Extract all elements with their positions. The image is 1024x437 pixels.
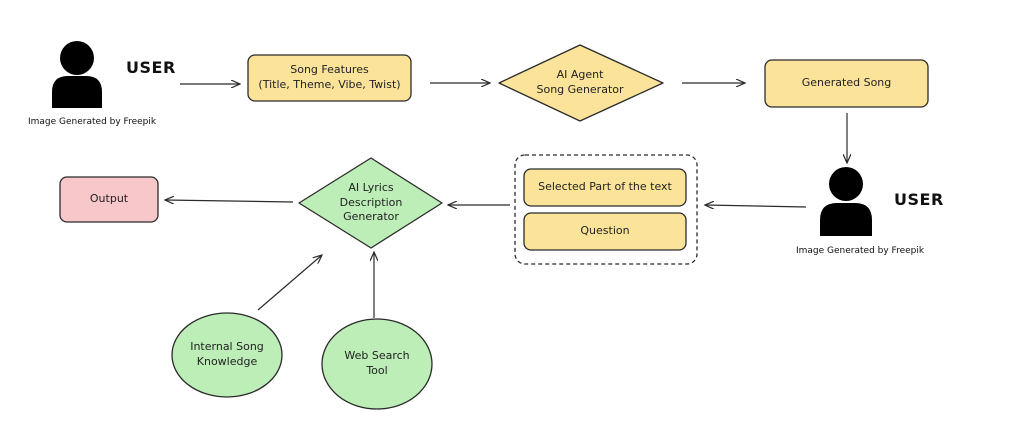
lyrics-generator-label: AI Lyrics Description Generator: [339, 180, 403, 224]
agent-generator-label: AI Agent Song Generator: [536, 68, 624, 96]
agent-generator-diamond: [498, 44, 664, 122]
user-top-icon: [52, 41, 102, 108]
selected-part-label: Selected Part of the text: [538, 180, 672, 194]
user-top-caption: Image Generated by Freepik: [28, 117, 157, 127]
user-right-icon: [820, 167, 872, 236]
selected-part-box: [523, 168, 687, 207]
lyrics-generator-diamond: [298, 157, 443, 249]
arrow-knowledge-to-lyrics: [257, 255, 322, 311]
user-top-label: USER: [126, 58, 176, 77]
web-search-label: Web Search Tool: [344, 349, 410, 377]
internal-knowledge-label: Internal Song Knowledge: [190, 340, 264, 368]
arrow-user-to-inputs: [705, 205, 807, 207]
generated-song-box: [764, 59, 929, 108]
arrow-lyrics-to-output: [165, 200, 294, 202]
user-right-label: USER: [894, 190, 944, 209]
question-box: [523, 212, 687, 251]
generated-song-label: Generated Song: [801, 76, 892, 90]
output-label: Output: [89, 192, 129, 206]
input-group-dashed: [514, 154, 698, 265]
web-search-circle: [321, 318, 433, 410]
user-right-caption: Image Generated by Freepik: [796, 246, 925, 256]
song-features-label: Song Features (Title, Theme, Vibe, Twist…: [258, 63, 401, 91]
question-label: Question: [580, 224, 630, 238]
output-box: [59, 176, 159, 223]
internal-knowledge-circle: [171, 312, 283, 398]
song-features-box: [247, 54, 412, 102]
